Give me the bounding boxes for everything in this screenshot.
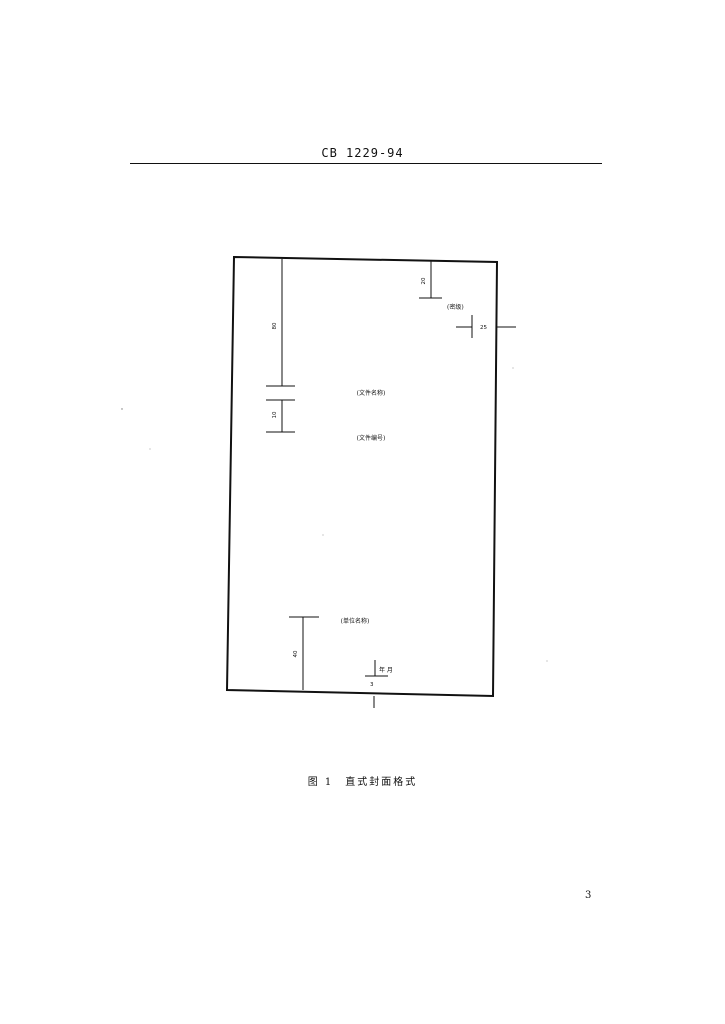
scan-speck <box>546 660 548 662</box>
dim-label-right-margin: 25 <box>480 325 487 331</box>
label-unit-name: (单位名称) <box>341 617 370 625</box>
dim-label-top-right: 20 <box>421 277 427 284</box>
cover-frame <box>225 255 499 698</box>
dim-label-bottom-left: 40 <box>293 650 299 657</box>
page-number: 3 <box>585 890 592 901</box>
header-doc-code: CB 1229-94 <box>321 146 404 160</box>
scan-speck <box>121 408 123 410</box>
header-rule <box>130 163 602 164</box>
dim-label-bottom-center: 3 <box>370 682 374 688</box>
figure-caption: 图 1 直式封面格式 <box>307 777 418 788</box>
label-doc-number: (文件编号) <box>357 434 386 442</box>
label-year-month: 年 月 <box>379 666 393 674</box>
label-doc-name: (文件名称) <box>357 389 386 397</box>
scan-speck <box>149 448 151 450</box>
dim-label-left-gap: 10 <box>272 411 278 418</box>
scan-speck <box>322 534 324 536</box>
label-secret-level: (密级) <box>447 303 464 311</box>
scan-speck <box>512 367 514 369</box>
dim-label-left-top: 80 <box>272 322 278 329</box>
